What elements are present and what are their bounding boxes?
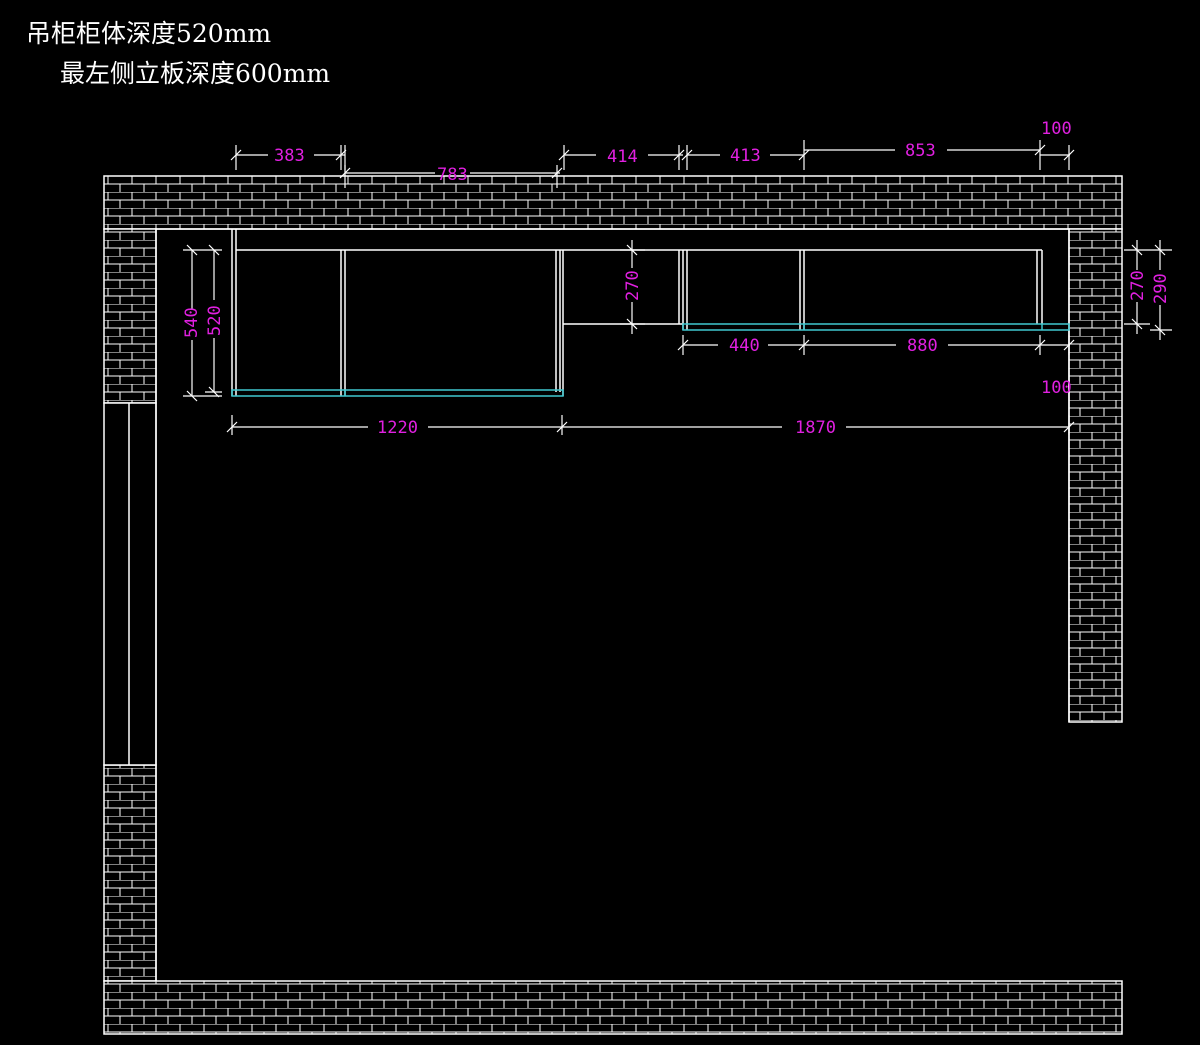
depth-note-cabinet: 吊柜柜体深度520mm <box>26 19 272 48</box>
wall-top <box>103 175 1123 230</box>
dim-383: 383 <box>274 146 305 166</box>
wall-right <box>1068 228 1123 723</box>
wall-left-lower <box>103 764 157 982</box>
dim-270-middle: 270 <box>623 270 643 301</box>
dim-270-right: 270 <box>1128 270 1148 301</box>
dim-853: 853 <box>905 141 936 161</box>
dim-414: 414 <box>607 147 638 167</box>
dim-100-top: 100 <box>1041 119 1072 139</box>
dim-880: 880 <box>907 336 938 356</box>
dim-440: 440 <box>729 336 760 356</box>
walls <box>103 175 1123 1035</box>
dim-290-right: 290 <box>1151 273 1171 304</box>
dim-520: 520 <box>205 305 225 336</box>
cabinet-bottom-boards <box>231 323 1070 397</box>
wall-left-upper <box>103 228 157 404</box>
dim-783: 783 <box>437 165 468 185</box>
dim-100-right: 100 <box>1041 378 1072 398</box>
wall-inner-outline <box>155 228 1070 981</box>
wall-bottom <box>103 980 1123 1035</box>
dimension-lines <box>183 140 1172 435</box>
dim-1220: 1220 <box>377 418 418 438</box>
dim-1870: 1870 <box>795 418 836 438</box>
dim-540: 540 <box>182 307 202 338</box>
wall-cabinets <box>231 229 1043 396</box>
dim-413: 413 <box>730 146 761 166</box>
door-opening <box>103 402 157 766</box>
depth-note-left-panel: 最左侧立板深度600mm <box>60 59 331 88</box>
dimension-labels: 383 783 414 413 853 100 540 520 270 440 … <box>182 119 1171 438</box>
